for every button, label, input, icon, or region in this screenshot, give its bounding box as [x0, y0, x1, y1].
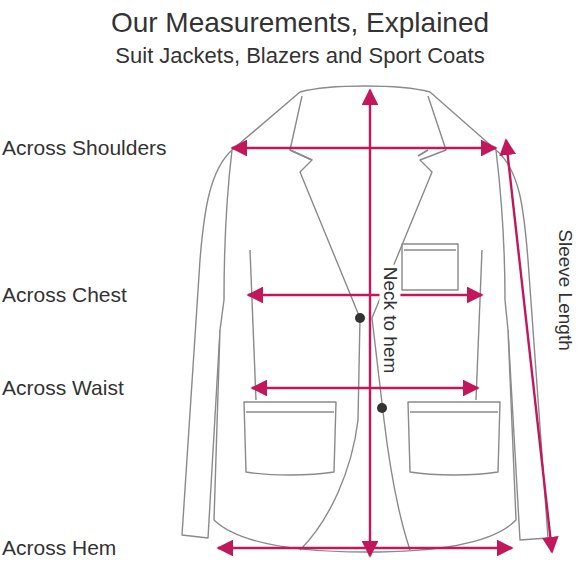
measure-label: Across Waist: [2, 376, 124, 399]
measure-label: Across Chest: [2, 283, 127, 306]
subtitle: Suit Jackets, Blazers and Sport Coats: [115, 44, 484, 68]
measure-label: Across Shoulders: [2, 136, 167, 159]
title: Our Measurements, Explained: [111, 8, 489, 39]
measure-label: Neck to hem: [380, 265, 401, 376]
measure-label: Sleeve Length: [555, 227, 576, 353]
measure-label: Across Hem: [2, 536, 116, 559]
